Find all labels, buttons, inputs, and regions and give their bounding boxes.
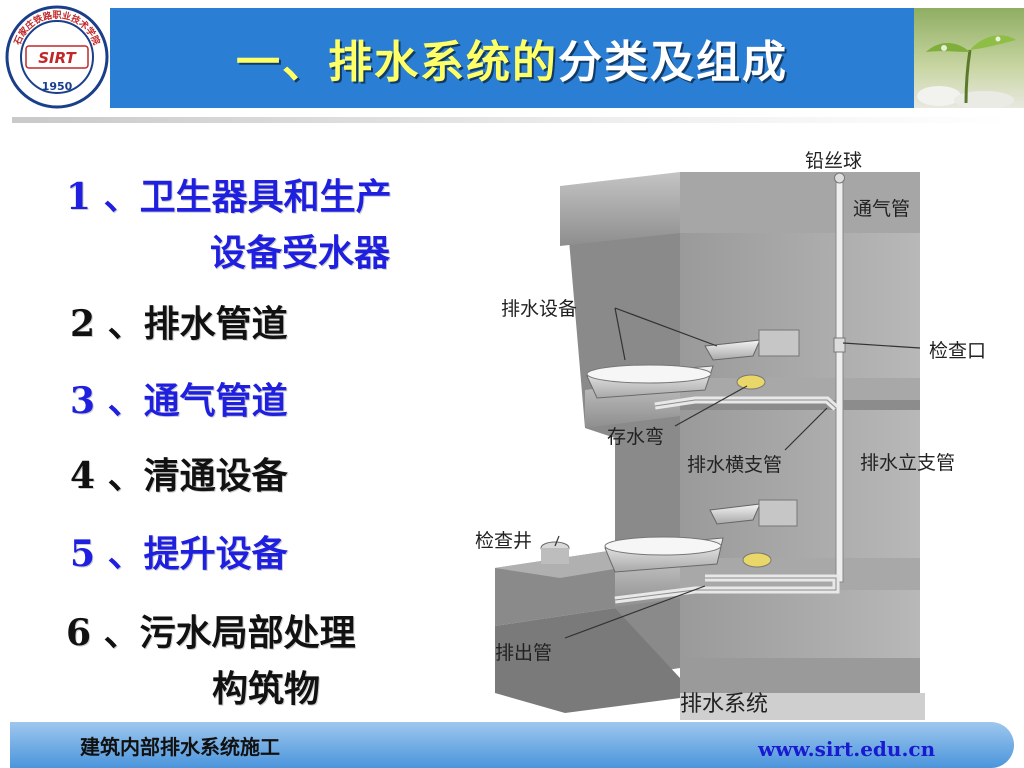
title-highlight: 一、排水系统的 [236,37,558,88]
header-divider [12,117,1012,123]
page-title: 一、排水系统的分类及组成 [110,8,914,108]
drainage-diagram [495,172,925,720]
vertical-stack [835,181,844,583]
label-inspection-well: 检查井 [475,530,533,552]
label-lead-ball: 铅丝球 [805,150,863,172]
label-outlet-pipe: 排出管 [495,642,553,664]
plant-photo [914,8,1024,108]
upper-washbasin [704,339,761,361]
list-item: 5 、提升设备 [70,533,288,575]
label-horizontal-branch: 排水横支管 [687,454,783,476]
list-item: 1 、卫生器具和生产 [66,176,392,218]
list-item: 2 、排水管道 [70,303,288,345]
figure-caption: 排水系统 [680,692,769,717]
lead-ball [834,172,845,184]
list-item: 4 、清通设备 [70,455,288,497]
lower-trap [742,552,772,568]
upper-trap [736,374,766,390]
course-title: 建筑内部排水系统施工 [80,735,280,759]
school-logo: 石家庄铁路职业技术学院 SIRT 1950 [4,4,110,110]
label-vertical-stack: 排水立支管 [860,452,956,474]
footer-bar [10,722,1014,768]
roof-slab [560,172,680,246]
list-item-continuation: 构筑物 [212,668,321,710]
cleanout [833,337,846,353]
website-link[interactable]: www.sirt.edu.cn [758,737,936,761]
header-bar [110,8,914,108]
drainage-system-figure: 铅丝球 通气管 排水设备 检查口 存水弯 排水横支管 排水立支管 检查井 排出管… [455,138,1015,720]
lower-washbasin [709,503,761,525]
list-item: 6 、污水局部处理 [66,612,356,654]
logo-brand: SIRT [38,49,77,67]
list-item-continuation: 设备受水器 [210,232,391,274]
label-vent-pipe: 通气管 [853,198,911,220]
back-wall [680,178,920,668]
list-item: 3 、通气管道 [70,380,288,422]
label-cleanout: 检查口 [929,340,987,362]
label-trap: 存水弯 [607,426,665,448]
title-rest: 分类及组成 [558,37,788,88]
label-drain-fixture: 排水设备 [501,298,578,320]
foundation [495,608,680,713]
logo-year: 1950 [42,80,73,93]
